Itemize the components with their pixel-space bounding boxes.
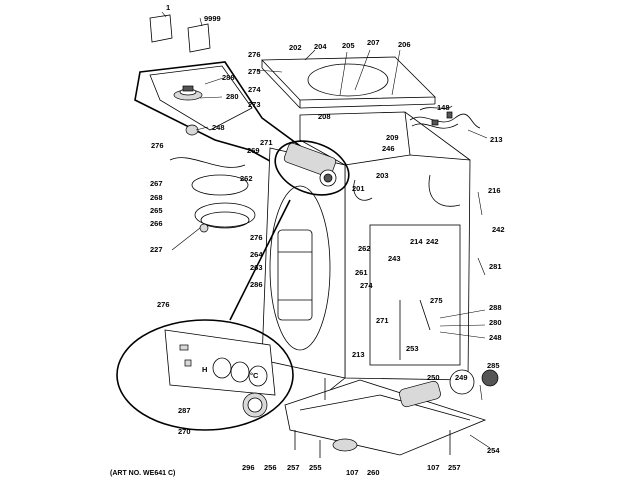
- callout-242-b: 242: [426, 237, 439, 246]
- callout-264: 264: [250, 250, 263, 259]
- base-assembly: [284, 379, 487, 458]
- callout-280: 280: [226, 92, 239, 101]
- wire-harness: [409, 105, 481, 129]
- callout-268: 268: [150, 193, 163, 202]
- cabinet: [299, 111, 471, 393]
- callout-242: 242: [492, 225, 505, 234]
- leader-lines: [171, 49, 491, 449]
- callout-276: 276: [248, 50, 261, 59]
- callout-204: 204: [314, 42, 327, 51]
- callout-275-b: 275: [430, 296, 443, 305]
- callout-274-b: 274: [360, 281, 373, 290]
- callout-208: 208: [318, 112, 331, 121]
- callout-270: 270: [178, 427, 191, 436]
- callout-260: 260: [367, 468, 380, 477]
- callout-243: 243: [388, 254, 401, 263]
- callout-296: 296: [242, 463, 255, 472]
- callout-276-b: 276: [151, 141, 164, 150]
- callout-267: 267: [150, 179, 163, 188]
- callout-266: 266: [150, 219, 163, 228]
- literature-sheet-9999: [187, 17, 211, 53]
- callout-253: 253: [406, 344, 419, 353]
- callout-250: 250: [427, 373, 440, 382]
- console-detail: H °C: [116, 199, 294, 431]
- callout-288-b: 288: [489, 303, 502, 312]
- callout-265: 265: [150, 206, 163, 215]
- callout-256: 256: [264, 463, 277, 472]
- callout-1: 1: [166, 3, 170, 12]
- callout-276-c: 276: [250, 233, 263, 242]
- callout-288: 288: [222, 73, 235, 82]
- panel-h-marking: H: [202, 365, 207, 374]
- callout-227: 227: [150, 245, 163, 254]
- callout-labels: 1 9999 276 202 204 205 207 206 275 288 2…: [150, 3, 505, 477]
- callout-202: 202: [289, 43, 302, 52]
- callout-216: 216: [488, 186, 501, 195]
- callout-248: 248: [212, 123, 225, 132]
- callout-214: 214: [410, 237, 423, 246]
- callout-203: 203: [376, 171, 389, 180]
- literature-sheet-1: [149, 11, 173, 43]
- callout-271-b: 271: [376, 316, 389, 325]
- callout-263: 263: [250, 263, 263, 272]
- art-number: (ART NO. WE641 C): [110, 470, 175, 477]
- callout-248-b: 248: [489, 333, 502, 342]
- callout-201: 201: [352, 184, 365, 193]
- panel-c-marking: °C: [250, 371, 259, 380]
- callout-269: 269: [247, 146, 260, 155]
- callout-207: 207: [367, 38, 380, 47]
- callout-261: 261: [355, 268, 368, 277]
- callout-9999: 9999: [204, 14, 221, 23]
- callout-213-b: 213: [352, 350, 365, 359]
- callout-213: 213: [490, 135, 503, 144]
- callout-262-b: 262: [358, 244, 371, 253]
- control-panel-detail: [274, 140, 350, 196]
- callout-274: 274: [248, 85, 261, 94]
- callout-107: 107: [346, 468, 359, 477]
- callout-275: 275: [248, 67, 261, 76]
- suspension: [324, 299, 431, 400]
- callout-286: 286: [250, 280, 263, 289]
- hose-assembly: [169, 157, 256, 233]
- callout-287: 287: [178, 406, 191, 415]
- callout-257-b: 257: [448, 463, 461, 472]
- callout-206: 206: [398, 40, 411, 49]
- callout-257: 257: [287, 463, 300, 472]
- front-panel: [261, 147, 346, 379]
- callout-285: 285: [487, 361, 500, 370]
- callout-209: 209: [386, 133, 399, 142]
- callout-148: 148: [437, 103, 450, 112]
- callout-246: 246: [382, 144, 395, 153]
- drain-pump: [399, 369, 499, 408]
- callout-205: 205: [342, 41, 355, 50]
- top-panel: [261, 56, 436, 109]
- callout-262: 262: [240, 174, 253, 183]
- callout-107-b: 107: [427, 463, 440, 472]
- callout-276-d: 276: [157, 300, 170, 309]
- callout-280-b: 280: [489, 318, 502, 327]
- callout-281: 281: [489, 262, 502, 271]
- callout-254: 254: [487, 446, 500, 455]
- callout-273: 273: [248, 100, 261, 109]
- callout-255: 255: [309, 463, 322, 472]
- callout-249: 249: [455, 373, 468, 382]
- callout-271: 271: [260, 138, 273, 147]
